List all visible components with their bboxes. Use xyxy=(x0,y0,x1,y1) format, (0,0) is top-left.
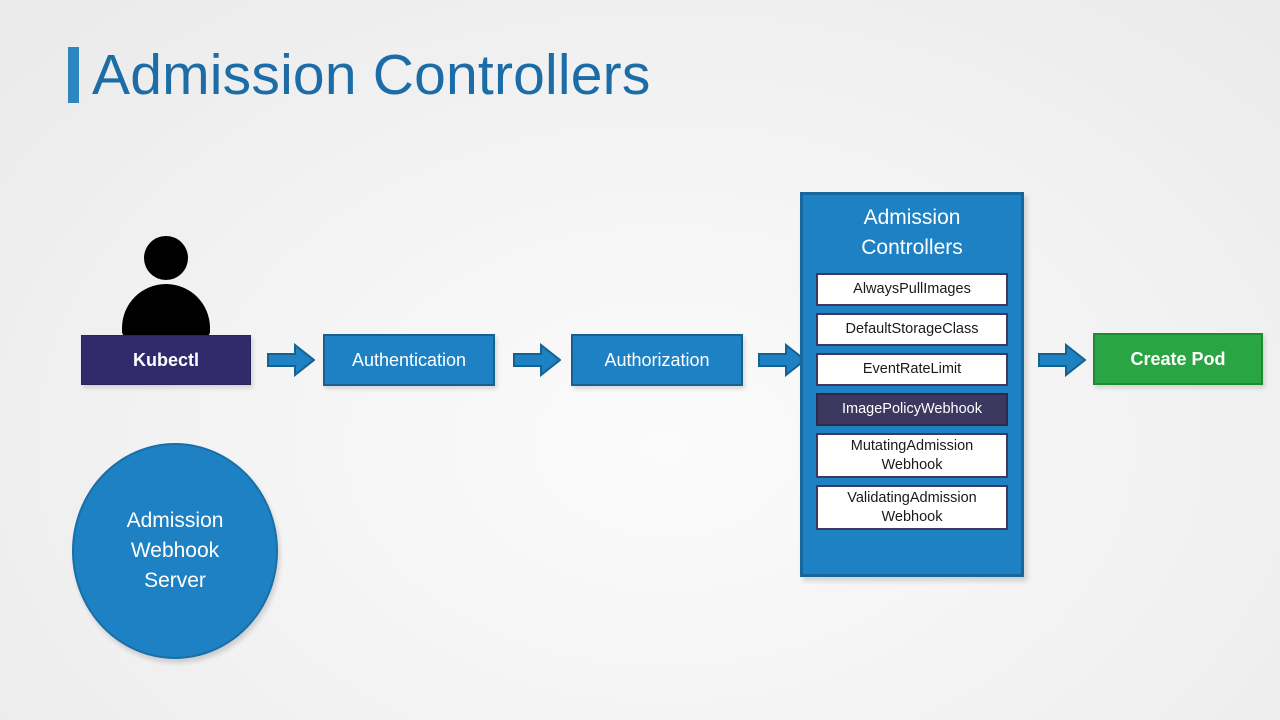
person-head-shape xyxy=(144,236,188,280)
controller-label: DefaultStorageClass xyxy=(845,321,979,337)
webhook-server-label-line-3: Server xyxy=(144,569,206,592)
list-item[interactable]: AlwaysPullImages xyxy=(816,273,1008,306)
controller-label: EventRateLimit xyxy=(862,361,962,377)
controller-label-line-1: ValidatingAdmission xyxy=(847,489,977,506)
controller-label: ValidatingAdmission Webhook xyxy=(847,489,977,527)
webhook-server-label: Admission Webhook Server xyxy=(127,506,224,596)
create-pod-box[interactable]: Create Pod xyxy=(1093,333,1263,385)
controller-label: ImagePolicyWebhook xyxy=(842,401,982,417)
person-icon xyxy=(122,236,210,336)
webhook-server-label-line-2: Webhook xyxy=(130,539,220,562)
title-accent-bar xyxy=(68,47,79,103)
admission-webhook-server-circle[interactable]: Admission Webhook Server xyxy=(72,443,278,659)
list-item[interactable]: ValidatingAdmission Webhook xyxy=(816,485,1008,530)
admission-controllers-panel: Admission Controllers AlwaysPullImages D… xyxy=(800,192,1024,577)
controller-label-line-1: MutatingAdmission xyxy=(850,437,974,454)
list-item[interactable]: DefaultStorageClass xyxy=(816,313,1008,346)
arrow-authentication-to-authorization xyxy=(513,342,562,378)
kubectl-box[interactable]: Kubectl xyxy=(81,335,251,385)
authorization-label: Authorization xyxy=(604,349,710,370)
controller-label-line-2: Webhook xyxy=(881,508,943,525)
webhook-server-label-line-1: Admission xyxy=(126,509,224,532)
arrow-authorization-to-admission-controllers xyxy=(758,342,807,378)
controller-label-line-2: Webhook xyxy=(881,456,943,473)
list-item[interactable]: EventRateLimit xyxy=(816,353,1008,386)
panel-title-line-1: Admission xyxy=(863,206,961,229)
page-title-text: Admission Controllers xyxy=(92,42,651,107)
arrow-admission-controllers-to-create-pod xyxy=(1038,342,1087,378)
authentication-label: Authentication xyxy=(351,349,467,370)
kubectl-label: Kubectl xyxy=(132,349,199,370)
controller-label: AlwaysPullImages xyxy=(853,281,971,297)
authorization-box[interactable]: Authorization xyxy=(571,334,743,386)
list-item-highlighted[interactable]: ImagePolicyWebhook xyxy=(816,393,1008,426)
arrow-kubectl-to-authentication xyxy=(267,342,316,378)
controller-label: MutatingAdmission Webhook xyxy=(851,437,974,475)
panel-title-line-2: Controllers xyxy=(861,236,963,259)
list-item[interactable]: MutatingAdmission Webhook xyxy=(816,433,1008,478)
authentication-box[interactable]: Authentication xyxy=(323,334,495,386)
admission-controllers-panel-title: Admission Controllers xyxy=(816,203,1008,263)
person-body-shape xyxy=(122,284,210,336)
admission-controllers-list: AlwaysPullImages DefaultStorageClass Eve… xyxy=(816,273,1008,530)
page-title: Admission Controllers xyxy=(68,38,651,112)
create-pod-label: Create Pod xyxy=(1130,348,1226,369)
